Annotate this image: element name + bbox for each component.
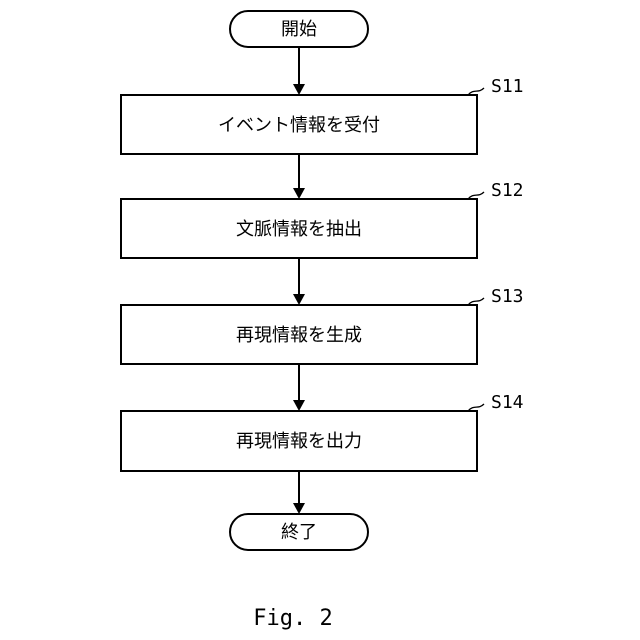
step-text-s13: 再現情報を生成 <box>236 325 362 346</box>
connector-s11-s12 <box>293 154 305 199</box>
end-label: 終了 <box>281 522 317 543</box>
step-id-s13: S13 <box>491 286 524 307</box>
step-id-s14: S14 <box>491 392 524 413</box>
connector-s12-s13 <box>293 258 305 305</box>
step-id-s11: S11 <box>491 76 524 97</box>
start-label: 開始 <box>281 19 317 40</box>
step-id-s12: S12 <box>491 180 524 201</box>
step-text-s14: 再現情報を出力 <box>236 431 362 452</box>
figure-caption: Fig. 2 <box>253 606 332 631</box>
process-step-s11: イベント情報を受付 S11 <box>121 76 524 154</box>
connector-s14-end <box>293 471 305 514</box>
process-step-s12: 文脈情報を抽出 S12 <box>121 180 524 258</box>
process-step-s13: 再現情報を生成 S13 <box>121 286 524 364</box>
step-text-s12: 文脈情報を抽出 <box>236 219 362 240</box>
end-terminator: 終了 <box>230 514 368 550</box>
step-text-s11: イベント情報を受付 <box>218 115 380 136</box>
process-step-s14: 再現情報を出力 S14 <box>121 392 524 471</box>
connector-s13-s14 <box>293 364 305 411</box>
connector-start-s11 <box>293 47 305 95</box>
start-terminator: 開始 <box>230 11 368 47</box>
